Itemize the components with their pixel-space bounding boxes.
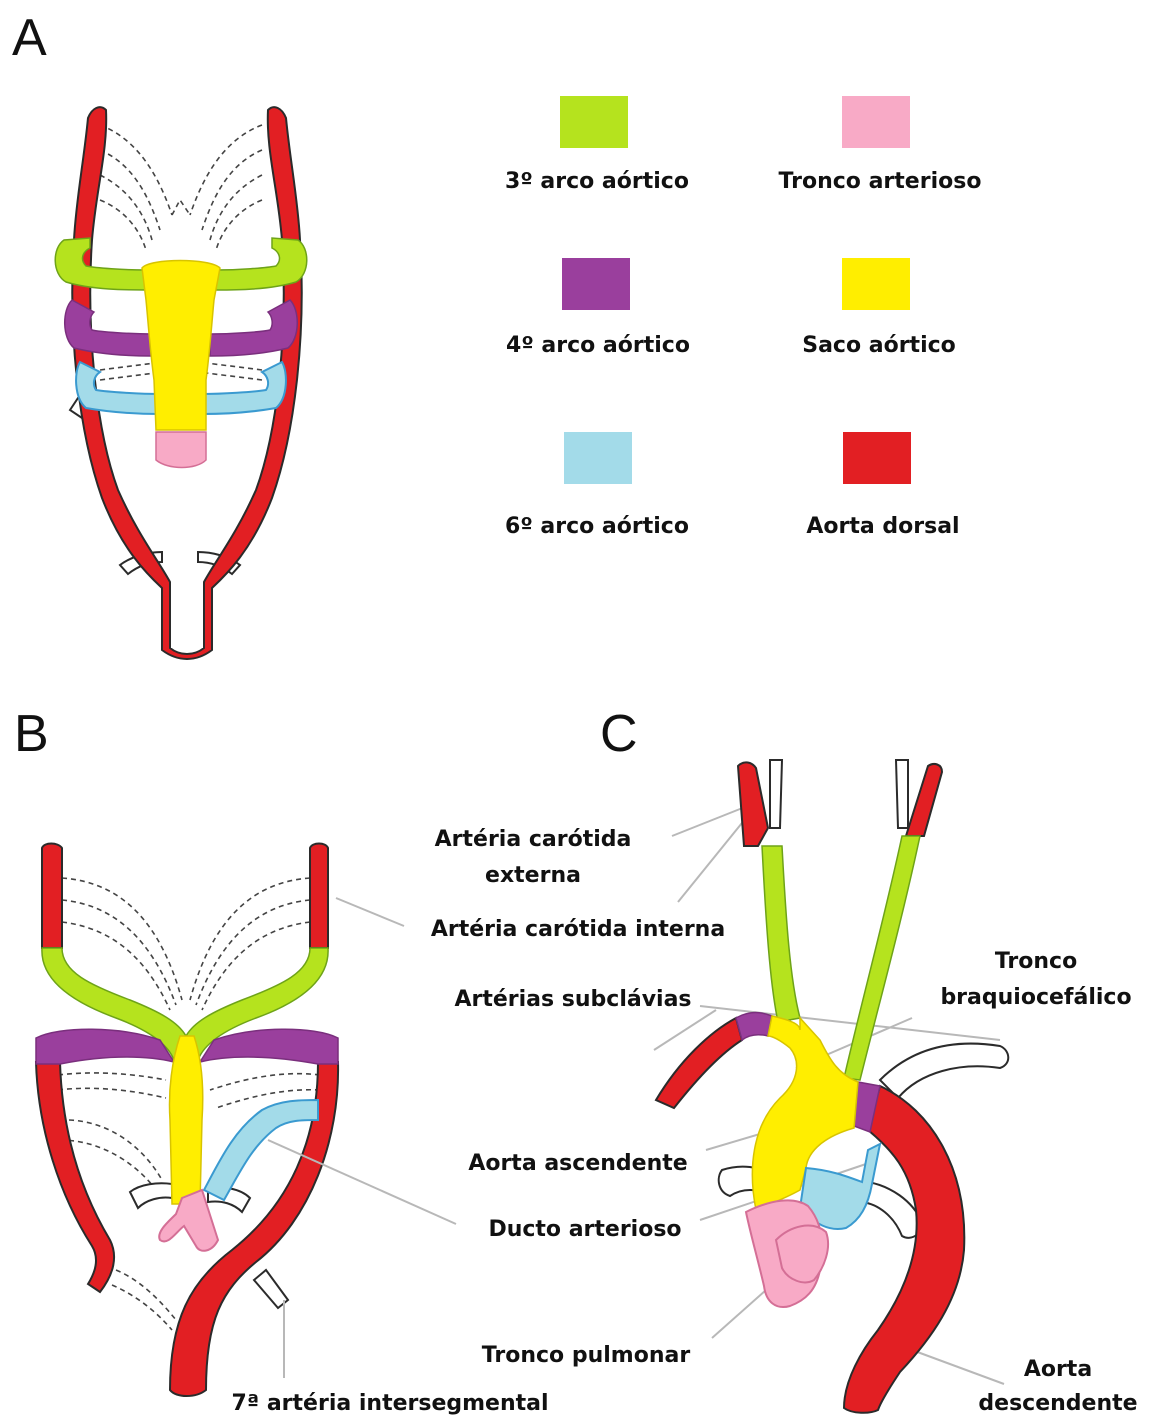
callout-tronco-braquio-line2: braquiocefálico: [940, 980, 1131, 1016]
callout-carotida-interna: Artéria carótida interna: [431, 912, 725, 948]
callout-carotida-externa-line1: Artéria carótida: [435, 822, 632, 858]
panel-c-pulmonary-trunk: [746, 1200, 828, 1307]
callout-ducto-arterioso: Ducto arterioso: [488, 1212, 681, 1248]
callout-aorta-ascendente: Aorta ascendente: [468, 1146, 687, 1182]
callout-intersegmental: 7ª artéria intersegmental: [231, 1386, 548, 1421]
callout-aorta-descendente-line2: descendente: [978, 1386, 1137, 1421]
callout-aorta-descendente-line1: Aorta: [1024, 1352, 1092, 1388]
callout-tronco-pulmonar: Tronco pulmonar: [482, 1338, 690, 1374]
callout-subclavias: Artérias subclávias: [454, 982, 691, 1018]
callout-carotida-externa-line2: externa: [485, 858, 581, 894]
callout-tronco-braquio-line1: Tronco: [995, 944, 1077, 980]
